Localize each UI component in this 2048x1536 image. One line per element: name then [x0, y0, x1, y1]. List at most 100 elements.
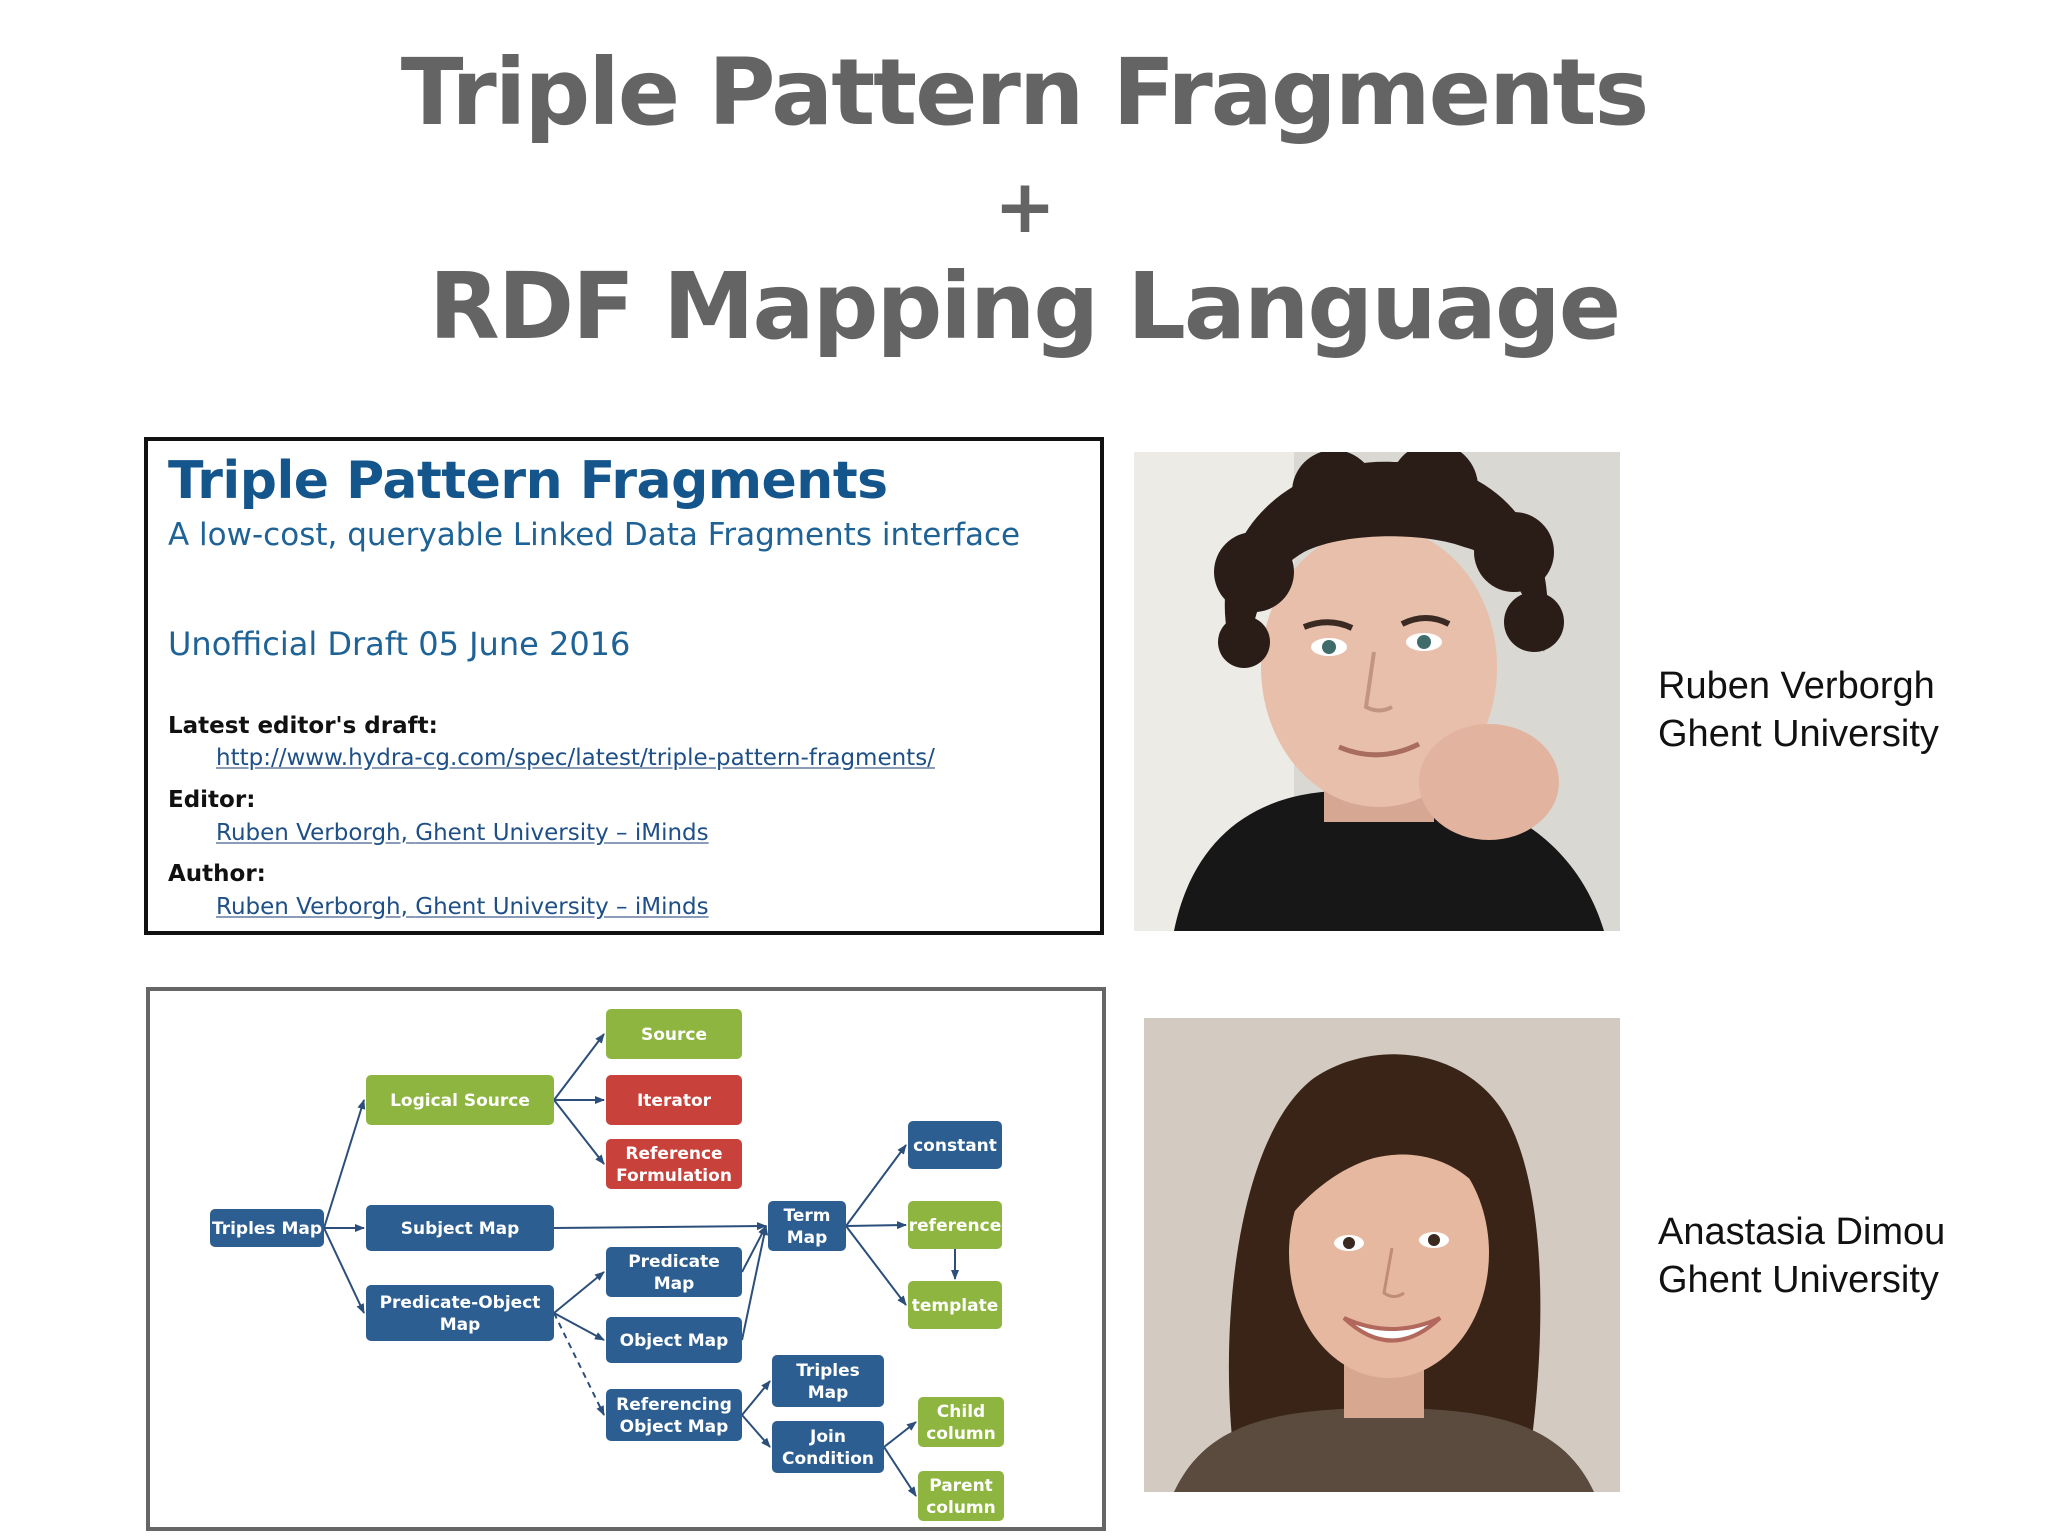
edge-term-map-to-reference [845, 1221, 907, 1230]
latest-draft-label: Latest editor's draft: [168, 713, 438, 739]
slide-title-line-1: Triple Pattern Fragments [400, 39, 1649, 146]
spec-screenshot: Triple Pattern Fragments A low-cost, que… [144, 437, 1104, 935]
slide-title-plus: + [993, 164, 1056, 250]
node-reference: reference [908, 1201, 1002, 1249]
person-name: Anastasia Dimou [1658, 1211, 1946, 1253]
node-iterator: Iterator [606, 1075, 742, 1125]
edge-triples-map-to-pom [323, 1227, 365, 1314]
edge-pom-to-predicate-map [553, 1271, 605, 1314]
edge-rom-to-triples-map2 [741, 1380, 771, 1416]
node-box [366, 1075, 554, 1125]
node-box [366, 1205, 554, 1251]
node-label: Iterator [637, 1091, 712, 1111]
node-box [908, 1121, 1002, 1169]
author-name-link[interactable]: Ruben Verborgh [216, 894, 401, 920]
node-label: Object Map [620, 1331, 729, 1351]
spec-title: Triple Pattern Fragments [168, 451, 888, 511]
node-box [772, 1421, 884, 1473]
node-label: Formulation [616, 1166, 732, 1186]
node-label: Reference [625, 1144, 722, 1164]
editor-separator: , [400, 820, 416, 846]
edge-object-map-to-term-map [741, 1225, 769, 1341]
node-box [606, 1317, 742, 1363]
node-label: Predicate [628, 1252, 720, 1272]
node-label: template [912, 1296, 999, 1316]
edge-pom-to-rom [553, 1312, 605, 1416]
node-box [606, 1075, 742, 1125]
person-caption-ruben: Ruben Verborgh Ghent University [1658, 662, 1939, 758]
author-org-link[interactable]: Ghent University – iMinds [415, 894, 709, 920]
node-label: column [926, 1424, 996, 1444]
node-label: column [926, 1498, 996, 1518]
node-box [606, 1389, 742, 1441]
node-label: Map [654, 1274, 695, 1294]
edge-triples-map-to-logical-source [323, 1099, 366, 1229]
node-box [366, 1285, 554, 1341]
node-box [772, 1355, 884, 1407]
node-label: reference [909, 1216, 1001, 1236]
author-label: Author: [168, 861, 266, 887]
editor-label: Editor: [168, 787, 256, 813]
node-box [918, 1471, 1004, 1521]
slide-title-line-2: RDF Mapping Language [428, 253, 1621, 360]
person-caption-anastasia: Anastasia Dimou Ghent University [1658, 1208, 1945, 1304]
node-box [606, 1139, 742, 1189]
node-template: template [908, 1281, 1002, 1329]
editor-line: Ruben Verborgh, Ghent University – iMind… [216, 820, 709, 846]
node-label: Logical Source [390, 1091, 530, 1111]
node-constant: constant [908, 1121, 1002, 1169]
edge-term-map-to-template [845, 1225, 907, 1306]
edge-pom-to-object-map [553, 1312, 605, 1341]
editor-name-link[interactable]: Ruben Verborgh [216, 820, 401, 846]
edge-term-map-to-constant [845, 1144, 907, 1227]
edge-join-condition-to-child-column [883, 1421, 917, 1448]
person-affiliation: Ghent University [1658, 1259, 1939, 1301]
node-label: constant [913, 1136, 997, 1156]
node-box [210, 1209, 324, 1247]
node-label: Referencing [616, 1395, 732, 1415]
node-label: Triples [796, 1361, 860, 1381]
node-logical-source: Logical Source [366, 1075, 554, 1125]
node-triples-map: Triples Map [210, 1209, 324, 1247]
edge-join-condition-to-parent-column [883, 1446, 917, 1497]
node-label: Map [808, 1383, 849, 1403]
node-label: Condition [782, 1449, 874, 1469]
person-affiliation: Ghent University [1658, 713, 1939, 755]
node-object-map: Object Map [606, 1317, 742, 1363]
node-label: Join [809, 1427, 846, 1447]
author-separator: , [400, 894, 416, 920]
author-line: Ruben Verborgh, Ghent University – iMind… [216, 894, 709, 920]
node-label: Child [937, 1402, 985, 1422]
latest-draft-link[interactable]: http://www.hydra-cg.com/spec/latest/trip… [216, 745, 935, 771]
node-source: Source [606, 1009, 742, 1059]
node-label: Parent [929, 1476, 993, 1496]
node-subject-map: Subject Map [366, 1205, 554, 1251]
node-label: Predicate-Object [380, 1293, 541, 1313]
node-label: Term [784, 1206, 831, 1226]
node-box [606, 1247, 742, 1297]
edge-rom-to-join-condition [741, 1414, 771, 1448]
node-box [908, 1281, 1002, 1329]
edge-logical-source-to-source [553, 1033, 605, 1101]
spec-date: Unofficial Draft 05 June 2016 [168, 625, 631, 663]
editor-org-link[interactable]: Ghent University – iMinds [415, 820, 709, 846]
node-box [918, 1397, 1004, 1447]
node-label: Subject Map [401, 1219, 520, 1239]
anastasia-dimou-photo [1144, 1018, 1620, 1492]
edge-logical-source-to-reference-formulation [553, 1099, 605, 1165]
node-box [606, 1009, 742, 1059]
spec-subtitle: A low-cost, queryable Linked Data Fragme… [168, 517, 1021, 553]
node-label: Source [641, 1025, 707, 1045]
node-box [908, 1201, 1002, 1249]
